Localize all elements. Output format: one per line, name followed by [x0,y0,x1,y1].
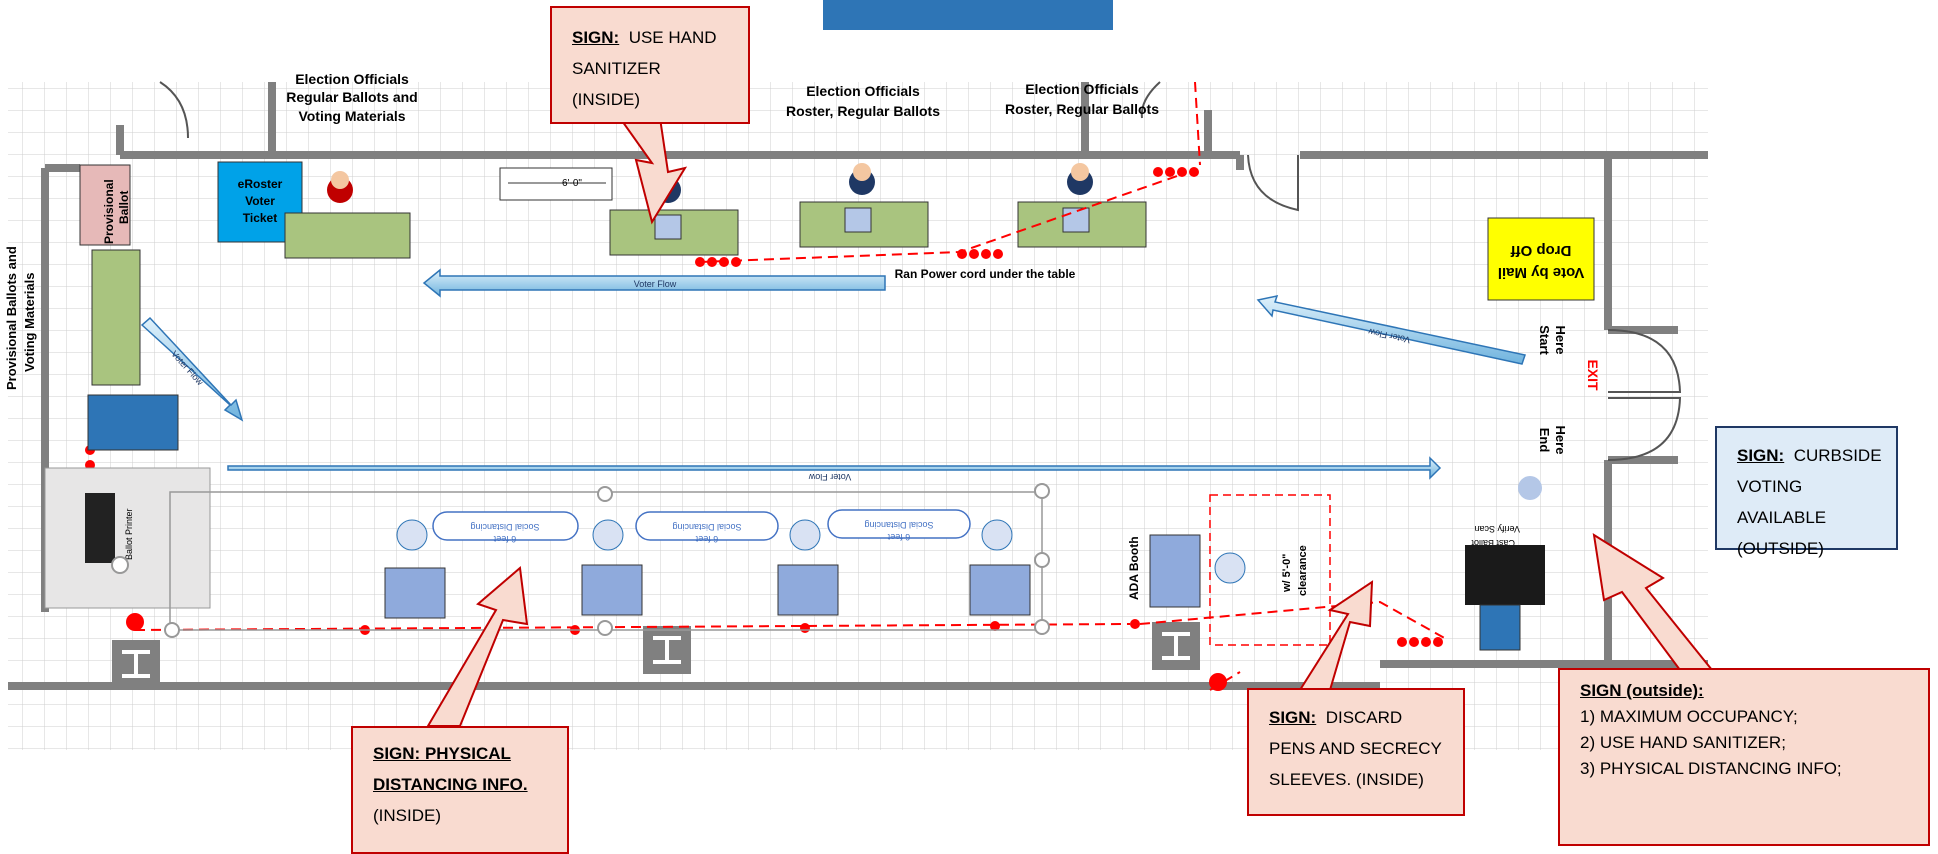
start-here-label-2: Here [1553,326,1568,355]
provisional-materials-label-2: Voting Materials [22,273,37,372]
provisional-ballot-box [79,164,131,246]
social-distancing-label-2a: 6 feet [695,534,718,544]
sign-physical-distancing-line2: DISTANCING INFO. [373,775,528,794]
officials-regular-label-1: Election Officials [295,71,409,87]
officials-roster-1-label-1: Election Officials [806,83,920,99]
stanchions [85,167,1443,691]
cast-ballot-label-1: Cast Ballot [1471,538,1515,548]
provisional-materials-label-1: Provisional Ballots and [4,246,19,390]
sign-discard-pens-line1: DISCARD [1325,708,1403,727]
sign-outside-heading: SIGN (outside): [1580,681,1704,700]
sign-discard-pens-heading: SIGN: [1269,708,1317,727]
clearance-label-1: w/ 5'-0" [1281,554,1293,593]
door-arcs [159,81,1682,461]
eroster-label-2: Voter [245,194,275,208]
sign-hand-sanitizer: SIGN: USE HAND SANITIZER (INSIDE) [550,6,750,124]
vote-by-mail-label-1: Vote by Mail [1498,264,1584,281]
voter-flow-label-top: Voter Flow [634,279,677,289]
end-here-label-2: Here [1553,426,1568,455]
tabulator-base [1479,604,1521,651]
sign-outside-item2: 2) USE HAND SANITIZER; [1580,733,1786,752]
column-marks [122,632,1190,678]
rail-posts [111,483,1050,638]
sign-hand-sanitizer-heading: SIGN: [572,28,620,47]
vote-by-mail-label-2: Drop Off [1510,242,1572,259]
sign-discard-pens: SIGN: DISCARD PENS AND SECRECY SLEEVES. … [1247,688,1465,816]
monitors [654,207,1090,240]
header-bar [823,0,1113,30]
sign-outside-item1: 1) MAXIMUM OCCUPANCY; [1580,707,1798,726]
sign-outside-item3: 3) PHYSICAL DISTANCING INFO; [1580,759,1842,778]
officials-roster-2-label-2: Roster, Regular Ballots [1005,101,1159,117]
voter-flow-label-main: Voter Flow [808,472,851,482]
ada-booth-label: ADA Booth [1127,536,1141,600]
voter-flow-arrows [140,268,1526,480]
ada-clearance-zone [1209,494,1331,646]
ballot-printer [85,493,115,563]
voter-figures [396,519,1246,584]
officials-roster-2-label-1: Election Officials [1025,81,1139,97]
vote-by-mail-box [1487,217,1595,301]
sign-physical-distancing: SIGN: PHYSICAL DISTANCING INFO. (INSIDE) [351,726,569,854]
cast-ballot-label-2: Verify Scan [1474,524,1520,534]
sign-curbside-line3: (OUTSIDE) [1737,539,1824,558]
sign-physical-distancing-heading: SIGN: PHYSICAL [373,744,511,763]
sign-curbside-voting: SIGN: CURBSIDE VOTING AVAILABLE (OUTSIDE… [1715,426,1898,558]
social-distancing-markers [432,509,971,541]
officials-regular-label-2: Regular Ballots and [286,89,417,105]
officials-roster-1-label-2: Roster, Regular Ballots [786,103,940,119]
exit-label: EXIT [1585,359,1601,391]
sign-outside-requirements: SIGN (outside): 1) MAXIMUM OCCUPANCY; 2)… [1558,668,1930,846]
social-distancing-label-1b: Social Distancing [470,522,539,532]
dimension-box [499,167,613,201]
eroster-label-1: eRoster [238,177,283,191]
voting-booths [384,534,1201,619]
power-cord-note: Ran Power cord under the table [895,267,1076,281]
walls [8,82,1708,690]
social-distancing-label-3b: Social Distancing [864,520,933,530]
eroster-label-3: Ticket [243,211,277,225]
end-here-label-1: End [1537,428,1552,453]
dimension-label: 6'-0" [562,178,582,189]
sign-hand-sanitizer-line3: (INSIDE) [572,90,640,109]
ballot-printer-label: Ballot Printer [124,508,134,560]
clearance-label-2: clearance [1297,545,1309,596]
sign-curbside-line1: CURBSIDE [1793,446,1882,465]
social-distancing-label-2b: Social Distancing [672,522,741,532]
tabulator [1465,545,1545,605]
social-distancing-label-1a: 6 feet [493,534,516,544]
sign-discard-pens-line3: SLEEVES. (INSIDE) [1269,770,1424,789]
provisional-ballot-label-1: Provisional [102,179,116,244]
sign-physical-distancing-line3: (INSIDE) [373,806,441,825]
social-distancing-label-3a: 6 feet [887,532,910,542]
start-here-label-1: Start [1537,325,1552,355]
sign-hand-sanitizer-line2: SANITIZER [572,59,661,78]
sign-curbside-line2: VOTING AVAILABLE [1737,477,1827,527]
provisional-ballot-label-2: Ballot [117,191,131,224]
officials-regular-label-3: Voting Materials [298,108,405,124]
scanner-machine [87,394,179,451]
sign-hand-sanitizer-line1: USE HAND [628,28,717,47]
sign-curbside-heading: SIGN: [1737,446,1785,465]
sign-discard-pens-line2: PENS AND SECRECY [1269,739,1442,758]
callout-arrows [426,117,1715,727]
